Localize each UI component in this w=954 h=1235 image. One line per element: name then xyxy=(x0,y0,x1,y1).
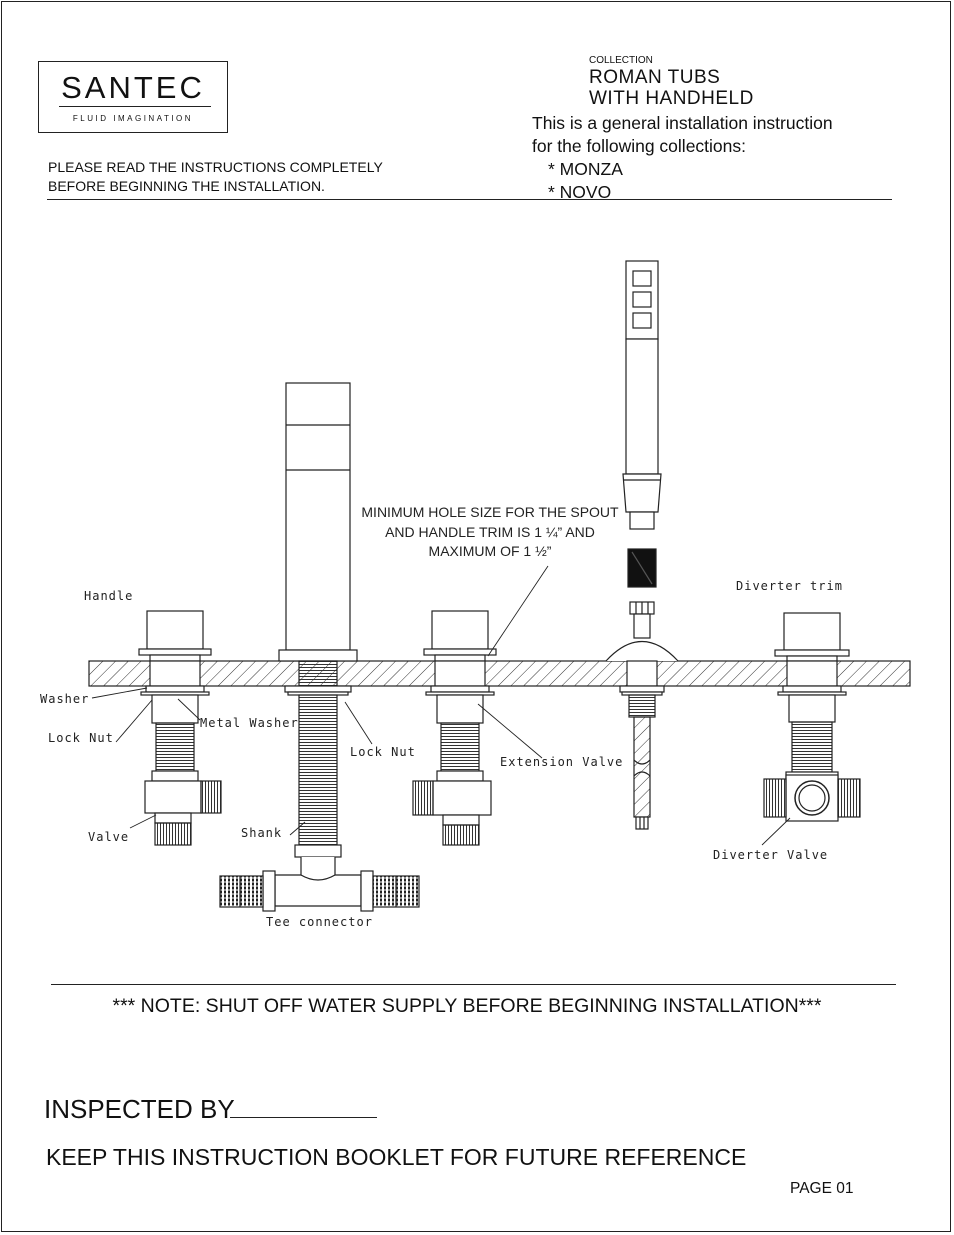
leader-lines xyxy=(91,565,791,846)
collection-item-novo: * NOVO xyxy=(548,182,612,202)
warning-line2: BEFORE BEGINNING THE INSTALLATION. xyxy=(48,178,325,194)
header-divider xyxy=(47,199,892,200)
label-lock-nut-mid: Lock Nut xyxy=(350,745,416,759)
brand-tagline: FLUID IMAGINATION xyxy=(72,114,194,123)
label-shank: Shank xyxy=(241,826,282,840)
collection-item-monza: * MONZA xyxy=(548,159,623,179)
spout-assembly xyxy=(219,382,420,912)
hole-note-line3: MAXIMUM OF 1 ½” xyxy=(429,543,552,559)
collection-title-line1: ROMAN TUBS xyxy=(589,67,721,88)
warning-line1: PLEASE READ THE INSTRUCTIONS COMPLETELY xyxy=(48,159,383,175)
hole-note-line1: MINIMUM HOLE SIZE FOR THE SPOUT xyxy=(361,504,619,520)
label-tee-connector: Tee connector xyxy=(266,915,373,929)
inspected-by-signature-line xyxy=(230,1117,377,1118)
brand-name: SANTEC xyxy=(61,70,205,105)
diverter-assembly xyxy=(763,612,861,822)
middle-handle-assembly xyxy=(412,610,497,846)
inspected-by-label: INSPECTED BY xyxy=(44,1094,235,1124)
label-extension-valve: Extension Valve xyxy=(500,755,623,769)
collection-title: ROMAN TUBS WITH HANDHELD xyxy=(589,67,754,109)
santec-logo: SANTEC FLUID IMAGINATION xyxy=(38,61,228,133)
label-handle: Handle xyxy=(84,589,133,603)
label-valve: Valve xyxy=(88,830,129,844)
read-instructions-warning: PLEASE READ THE INSTRUCTIONS COMPLETELY … xyxy=(48,158,383,196)
deck-surface xyxy=(88,660,911,687)
label-metal-washer: Metal Washer xyxy=(200,716,299,730)
intro-line1: This is a general installation instructi… xyxy=(532,113,833,133)
page-number: PAGE 01 xyxy=(790,1180,854,1197)
logo-rule xyxy=(59,106,211,107)
label-lock-nut-left: Lock Nut xyxy=(48,731,114,745)
intro-text: This is a general installation instructi… xyxy=(532,112,833,204)
label-washer: Washer xyxy=(40,692,89,706)
label-diverter-trim: Diverter trim xyxy=(736,579,843,593)
hole-note-line2: AND HANDLE TRIM IS 1 ¼” AND xyxy=(385,524,595,540)
note-divider xyxy=(51,984,896,985)
collection-title-line2: WITH HANDHELD xyxy=(589,88,754,109)
intro-line2: for the following collections: xyxy=(532,136,746,156)
label-diverter-valve: Diverter Valve xyxy=(713,848,828,862)
water-supply-note: *** NOTE: SHUT OFF WATER SUPPLY BEFORE B… xyxy=(112,995,822,1017)
collection-label: COLLECTION xyxy=(589,55,653,66)
keep-booklet-text: KEEP THIS INSTRUCTION BOOKLET FOR FUTURE… xyxy=(46,1144,747,1170)
left-handle-assembly xyxy=(138,610,222,846)
handheld-shower-assembly xyxy=(605,260,679,830)
